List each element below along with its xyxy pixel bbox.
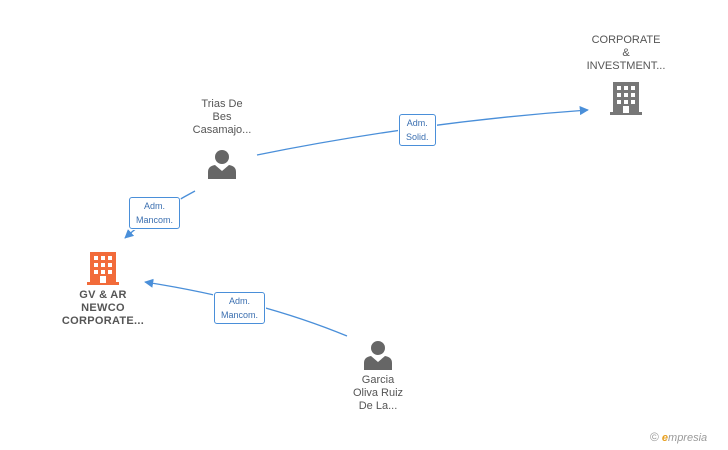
person-name-line-3: De La...	[358, 400, 398, 412]
person-name-line-1: Trias De	[201, 98, 243, 110]
company-name-line-1: CORPORATE	[591, 34, 661, 46]
company-node-gv-ar[interactable]: GV & AR NEWCO CORPORATE...	[48, 251, 158, 328]
badge-line-1: Adm.	[144, 201, 166, 211]
company-name-line-3: INVESTMENT...	[586, 60, 666, 72]
badge-line-2: Solid.	[406, 132, 429, 142]
brand-watermark: © empresia	[650, 430, 707, 444]
badge-line-1: Adm.	[229, 296, 251, 306]
company-name-line-3: CORPORATE...	[61, 315, 145, 327]
company-name-line-2: &	[622, 47, 630, 59]
person-node-garcia[interactable]: Garcia Oliva Ruiz De La...	[326, 340, 430, 413]
edge-badge-adm-solid[interactable]: Adm. Solid.	[399, 114, 436, 146]
copyright-symbol: ©	[650, 430, 659, 444]
person-icon	[364, 341, 392, 370]
company-name-line-1: GV & AR	[79, 289, 127, 301]
company-node-corporate-investment[interactable]: CORPORATE & INVESTMENT...	[570, 34, 682, 115]
company-name-line-2: NEWCO	[81, 302, 125, 314]
person-name-line-2: Bes	[212, 111, 232, 123]
badge-line-2: Mancom.	[136, 215, 174, 225]
brand-name: mpresia	[668, 432, 708, 444]
person-icon	[208, 150, 236, 179]
badge-line-1: Adm.	[406, 118, 428, 128]
edge-badge-adm-mancom-garcia[interactable]: Adm. Mancom.	[214, 292, 266, 324]
edge-badge-adm-mancom-trias[interactable]: Adm. Mancom.	[129, 197, 181, 229]
building-icon	[610, 82, 642, 115]
person-name-line-1: Garcia	[361, 374, 395, 386]
person-name-line-2: Oliva Ruiz	[352, 387, 404, 399]
building-icon	[87, 252, 119, 285]
person-node-trias[interactable]: Trias De Bes Casamajo...	[170, 98, 274, 179]
person-name-line-3: Casamajo...	[192, 124, 252, 136]
badge-line-2: Mancom.	[221, 310, 259, 320]
brand-initial: e	[661, 432, 669, 444]
